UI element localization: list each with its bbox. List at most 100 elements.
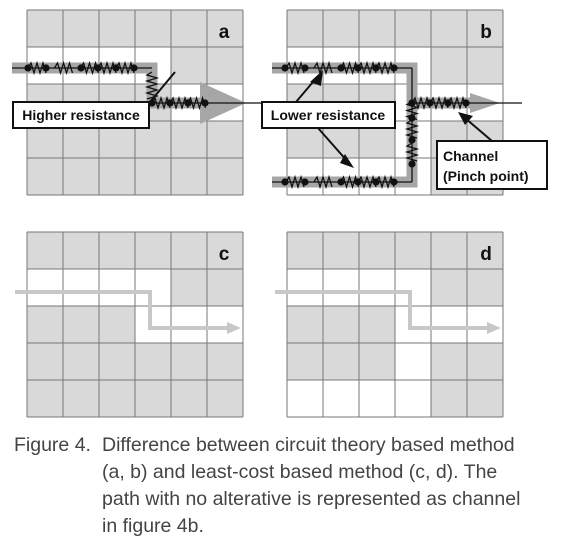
grid-cell [395, 380, 431, 417]
grid-cell [99, 232, 135, 269]
grid-cell [359, 380, 395, 417]
grid-cell [171, 121, 207, 158]
grid-cell [63, 343, 99, 380]
channel-box [436, 140, 548, 190]
node-dot [408, 114, 416, 122]
grid-cell [359, 306, 395, 343]
grid-cell [99, 10, 135, 47]
grid-cell [207, 232, 243, 269]
node-dot [24, 64, 32, 72]
node-dot [130, 64, 138, 72]
node-dot [201, 99, 209, 107]
resistor-symbol [339, 174, 360, 190]
grid-cell [287, 232, 323, 269]
channel-label: Channel [443, 148, 498, 164]
grid-cell [99, 380, 135, 417]
grid-cell [359, 232, 395, 269]
grid-cell [323, 10, 359, 47]
resistor-symbol [115, 60, 135, 76]
grid-cell [135, 306, 171, 343]
grid-cell [431, 306, 467, 343]
node-dot [408, 99, 416, 107]
lower-resistance-label: Lower resistance [271, 107, 386, 123]
grid-cell [467, 306, 503, 343]
grid-cell [27, 343, 63, 380]
grid-cell [63, 306, 99, 343]
higher-resistance-label: Higher resistance [22, 107, 140, 123]
grid-cell [323, 232, 359, 269]
callouts: a b c d Higher resistance Lower resistan… [12, 22, 548, 265]
grid-cell [207, 47, 243, 84]
resistor-symbol [375, 60, 395, 76]
grid-cell [467, 10, 503, 47]
grid-cell [467, 47, 503, 84]
grid-cell [431, 343, 467, 380]
least-cost-path [15, 290, 232, 330]
grid-cell [27, 232, 63, 269]
grid-cell [323, 269, 359, 306]
node-dot [94, 64, 102, 72]
grid-cell [207, 380, 243, 417]
grid-cell [171, 380, 207, 417]
resistor-symbol [411, 95, 431, 111]
grid-cell [431, 269, 467, 306]
grid-cell [287, 306, 323, 343]
least-cost-path [275, 290, 492, 330]
grid-cell [287, 269, 323, 306]
resistor-symbol [27, 60, 47, 76]
resistor-symbol [375, 174, 395, 190]
node-dot [354, 178, 362, 186]
grid-cell [99, 306, 135, 343]
panel-label-b: b [480, 22, 492, 43]
grid-cell [27, 306, 63, 343]
grid-cell [431, 47, 467, 84]
grid-cell [99, 158, 135, 195]
resistor-symbol [169, 95, 189, 111]
grid-cell [171, 306, 207, 343]
resistor-symbol [357, 174, 377, 190]
grid-cell [135, 380, 171, 417]
caption-label: Figure 4. [14, 434, 91, 456]
node-dot [372, 178, 380, 186]
node-dot [354, 64, 362, 72]
panel-label-d: d [480, 244, 492, 265]
grid-cell [207, 158, 243, 195]
grid-cell [207, 269, 243, 306]
grid-cell [395, 232, 431, 269]
grid-cell [323, 306, 359, 343]
node-dot [112, 64, 120, 72]
grid-cell [27, 10, 63, 47]
caption-line-3: path with no alterative is represented a… [102, 488, 521, 510]
grid-cell [395, 10, 431, 47]
callout-arrowhead [340, 154, 354, 168]
callout-arrowhead [310, 70, 323, 86]
grid-cell [207, 343, 243, 380]
grid-cell [171, 343, 207, 380]
resistor-symbol [339, 60, 360, 76]
grid-cell [359, 343, 395, 380]
panel-label-a: a [219, 22, 230, 43]
grid-cell [395, 343, 431, 380]
grid-cell [467, 380, 503, 417]
node-dot [77, 64, 85, 72]
grid-cell [135, 10, 171, 47]
resistor-symbol [357, 60, 377, 76]
grid-cell [99, 269, 135, 306]
grid-cell [467, 269, 503, 306]
caption-first-line: Figure 4. Difference between circuit the… [14, 432, 562, 459]
least-cost-arrowhead [227, 322, 241, 334]
callout-leader [317, 127, 349, 163]
caption-line-4: in figure 4b. [102, 515, 204, 537]
grid-cell [207, 10, 243, 47]
grid-cell [63, 380, 99, 417]
resistor-symbol [144, 71, 160, 100]
grid-cell [359, 269, 395, 306]
grid-cell [395, 306, 431, 343]
resistor-symbol [404, 119, 420, 139]
grid-cell [431, 232, 467, 269]
resistor-symbol [97, 60, 117, 76]
grid-cell [395, 269, 431, 306]
current-paths [12, 60, 522, 334]
resistor-symbol [447, 95, 467, 111]
node-dot [184, 99, 192, 107]
